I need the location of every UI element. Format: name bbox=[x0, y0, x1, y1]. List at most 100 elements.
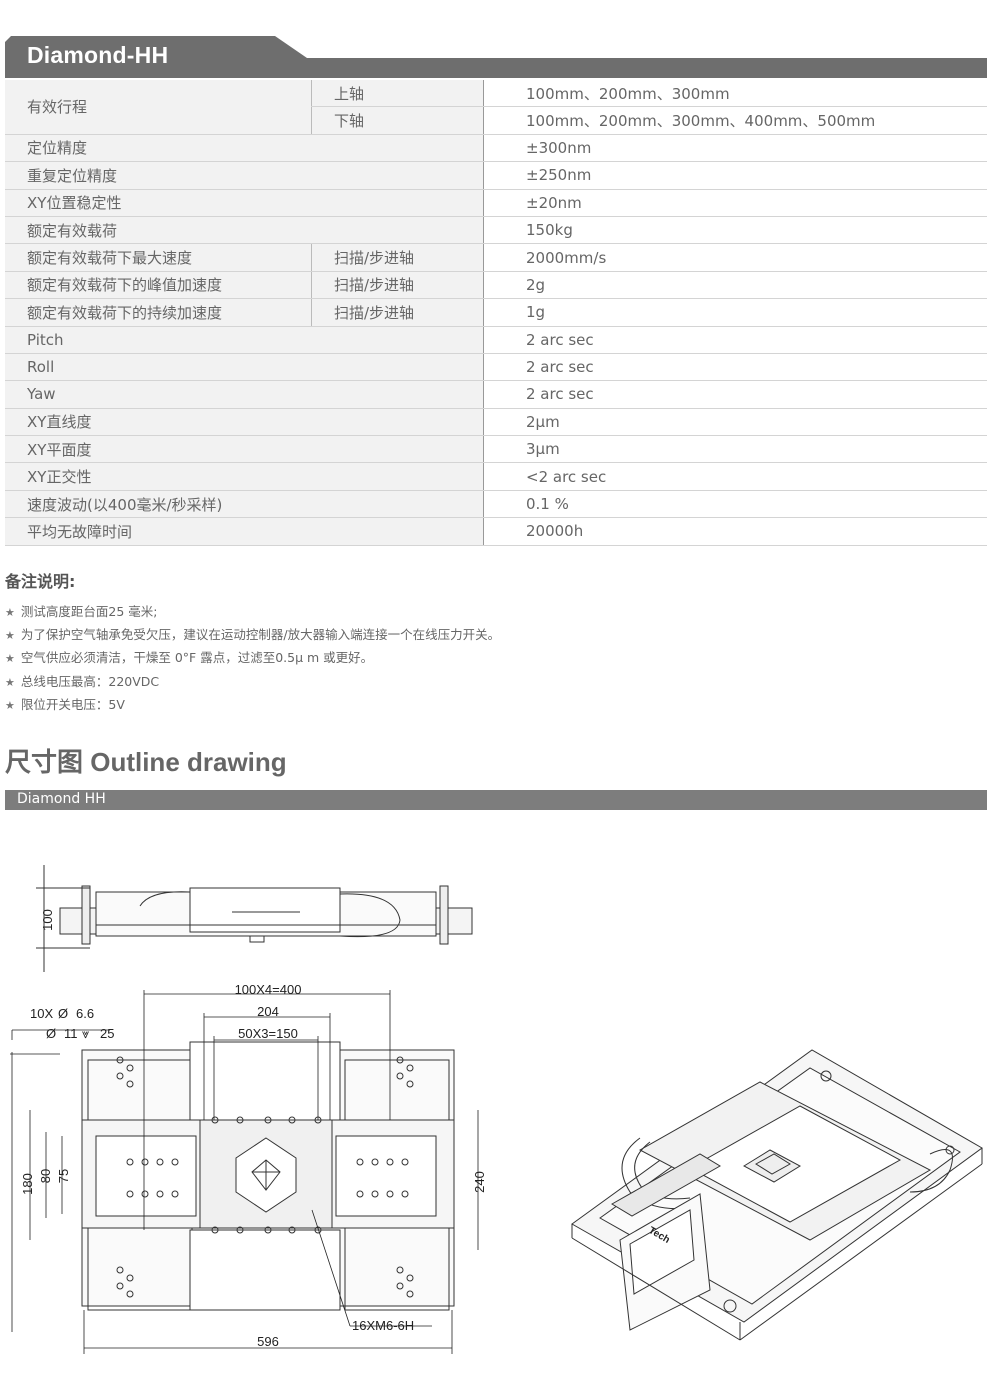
spec-label: XY正交性 bbox=[5, 462, 484, 491]
spec-label: 定位精度 bbox=[5, 134, 484, 163]
outline-title: 尺寸图 Outline drawing bbox=[5, 747, 287, 777]
table-row: 额定有效载荷下的峰值加速度 扫描/步进轴 2g bbox=[5, 271, 987, 300]
table-row: 有效行程 上轴 100mm、200mm、300mm bbox=[5, 80, 987, 135]
table-row: 额定有效载荷下的持续加速度 扫描/步进轴 1g bbox=[5, 298, 987, 327]
note-text: 为了保护空气轴承免受欠压，建议在运动控制器/放大器输入端连接一个在线压力开关。 bbox=[20, 627, 501, 643]
spec-value: ±20nm bbox=[483, 189, 987, 217]
spec-value: 1g bbox=[483, 298, 987, 327]
star-icon: ★ bbox=[5, 629, 15, 643]
spec-label: 速度波动(以400毫米/秒采样) bbox=[5, 490, 484, 519]
notes-list: ★ 测试高度距台面25 毫米; ★ 为了保护空气轴承免受欠压，建议在运动控制器/放大… bbox=[5, 600, 500, 716]
dim-240: 240 bbox=[472, 1171, 487, 1193]
dim-height: 100 bbox=[40, 909, 55, 931]
dim-spacing-400: 100X4=400 bbox=[235, 982, 302, 997]
diameter-icon: Ø bbox=[58, 1006, 68, 1021]
diameter-icon: Ø bbox=[46, 1026, 56, 1041]
star-icon: ★ bbox=[5, 606, 15, 619]
spec-table: 有效行程 上轴 100mm、200mm、300mm 下轴 100mm、200mm… bbox=[5, 80, 987, 546]
table-row: 速度波动(以400毫米/秒采样) 0.1 % bbox=[5, 490, 987, 519]
spec-value: <2 arc sec bbox=[483, 462, 987, 491]
table-row: Pitch 2 arc sec bbox=[5, 326, 987, 354]
dim-180: 180 bbox=[20, 1173, 35, 1195]
dim-width-596: 596 bbox=[257, 1334, 279, 1349]
note-text: 限位开关电压：5V bbox=[20, 696, 125, 712]
table-row: 重复定位精度 ±250nm bbox=[5, 161, 987, 190]
list-item: ★ 空气供应必须清洁，干燥至 0°F 露点，过滤至0.5μ m 或更好。 bbox=[5, 646, 500, 669]
table-row: 定位精度 ±300nm bbox=[5, 134, 987, 163]
note-text: 测试高度距台面25 毫米; bbox=[20, 604, 158, 619]
dim-spacing-150: 50X3=150 bbox=[238, 1026, 298, 1041]
spec-label: Yaw bbox=[5, 380, 484, 409]
spec-value: ±250nm bbox=[483, 161, 987, 190]
spec-value: 2000mm/s bbox=[483, 243, 987, 272]
spec-label: XY位置稳定性 bbox=[5, 189, 484, 217]
drawing-bar-label: Diamond HH bbox=[17, 791, 106, 807]
spec-label: XY直线度 bbox=[5, 408, 484, 437]
note-text: 总线电压最高：220VDC bbox=[20, 673, 160, 689]
spec-label: Roll bbox=[5, 353, 484, 382]
top-view bbox=[81, 1041, 455, 1311]
spec-value: 20000h bbox=[483, 517, 987, 546]
table-row: 下轴 100mm、200mm、300mm、400mm、500mm bbox=[5, 106, 987, 135]
spec-label: 额定有效载荷 bbox=[5, 216, 484, 245]
note-text: 空气供应必须清洁，干燥至 0°F 露点，过滤至0.5μ m 或更好。 bbox=[20, 650, 374, 666]
table-row: XY位置稳定性 ±20nm bbox=[5, 189, 987, 217]
dim-hole-dia: 6.6 bbox=[76, 1006, 94, 1021]
list-item: ★ 总线电压最高：220VDC bbox=[5, 670, 500, 693]
spec-label: 额定有效载荷下的持续加速度 bbox=[5, 298, 312, 327]
spec-value: 3μm bbox=[483, 435, 987, 464]
dimension-lines bbox=[10, 990, 479, 1354]
table-row: XY正交性 <2 arc sec bbox=[5, 462, 987, 491]
star-icon: ★ bbox=[5, 675, 15, 689]
spec-value: 2 arc sec bbox=[483, 353, 987, 382]
spec-title-bar: Diamond-HH bbox=[5, 36, 987, 78]
spec-axis: 扫描/步进轴 bbox=[311, 271, 484, 300]
spec-axis: 扫描/步进轴 bbox=[311, 298, 484, 327]
dim-counterbore-depth: 25 bbox=[100, 1026, 114, 1041]
dim-counterbore: 11 bbox=[64, 1026, 78, 1041]
spec-value: 2 arc sec bbox=[483, 326, 987, 354]
dim-thread: 16XM6-6H bbox=[352, 1318, 414, 1333]
spec-value: 150kg bbox=[483, 216, 987, 245]
spec-value: 2μm bbox=[483, 408, 987, 437]
depth-icon: ⩔ bbox=[82, 1026, 89, 1041]
table-row: XY直线度 2μm bbox=[5, 408, 987, 437]
table-row: 额定有效载荷下最大速度 扫描/步进轴 2000mm/s bbox=[5, 243, 987, 272]
spec-value: 100mm、200mm、300mm bbox=[483, 80, 987, 108]
table-row: Yaw 2 arc sec bbox=[5, 380, 987, 409]
page-title: Diamond-HH bbox=[27, 42, 169, 68]
spec-label: 额定有效载荷下最大速度 bbox=[5, 243, 312, 272]
notes-title: 备注说明: bbox=[5, 572, 76, 591]
dim-80: 80 bbox=[38, 1169, 53, 1183]
spec-axis: 上轴 bbox=[311, 80, 484, 108]
table-row: 额定有效载荷 150kg bbox=[5, 216, 987, 245]
dim-width-204: 204 bbox=[257, 1004, 279, 1019]
list-item: ★ 为了保护空气轴承免受欠压，建议在运动控制器/放大器输入端连接一个在线压力开关。 bbox=[5, 623, 500, 646]
table-row: 平均无故障时间 20000h bbox=[5, 517, 987, 546]
spec-value: 100mm、200mm、300mm、400mm、500mm bbox=[483, 106, 987, 135]
dim-75: 75 bbox=[56, 1169, 71, 1183]
spec-value: 2 arc sec bbox=[483, 380, 987, 409]
spec-label: Pitch bbox=[5, 326, 484, 354]
star-icon: ★ bbox=[5, 698, 15, 712]
isometric-view: Tech bbox=[571, 1049, 983, 1341]
drawing-bar: Diamond HH bbox=[5, 790, 987, 810]
list-item: ★ 测试高度距台面25 毫米; bbox=[5, 600, 500, 623]
list-item: ★ 限位开关电压：5V bbox=[5, 693, 500, 716]
star-icon: ★ bbox=[5, 652, 15, 666]
spec-label: 平均无故障时间 bbox=[5, 517, 484, 546]
table-row: XY平面度 3μm bbox=[5, 435, 987, 464]
side-view bbox=[36, 865, 473, 972]
spec-label: 有效行程 bbox=[5, 80, 312, 135]
spec-label: 额定有效载荷下的峰值加速度 bbox=[5, 271, 312, 300]
outline-drawing: 100 100X4=400 204 50X3=150 10X Ø 6.6 Ø 1… bbox=[10, 865, 983, 1354]
spec-axis: 扫描/步进轴 bbox=[311, 243, 484, 272]
spec-value: 0.1 % bbox=[483, 490, 987, 519]
table-row: Roll 2 arc sec bbox=[5, 353, 987, 382]
title-bar-shape bbox=[5, 36, 987, 78]
spec-label: XY平面度 bbox=[5, 435, 484, 464]
spec-value: 2g bbox=[483, 271, 987, 300]
spec-label: 重复定位精度 bbox=[5, 161, 484, 190]
spec-value: ±300nm bbox=[483, 134, 987, 163]
spec-axis: 下轴 bbox=[311, 106, 484, 135]
